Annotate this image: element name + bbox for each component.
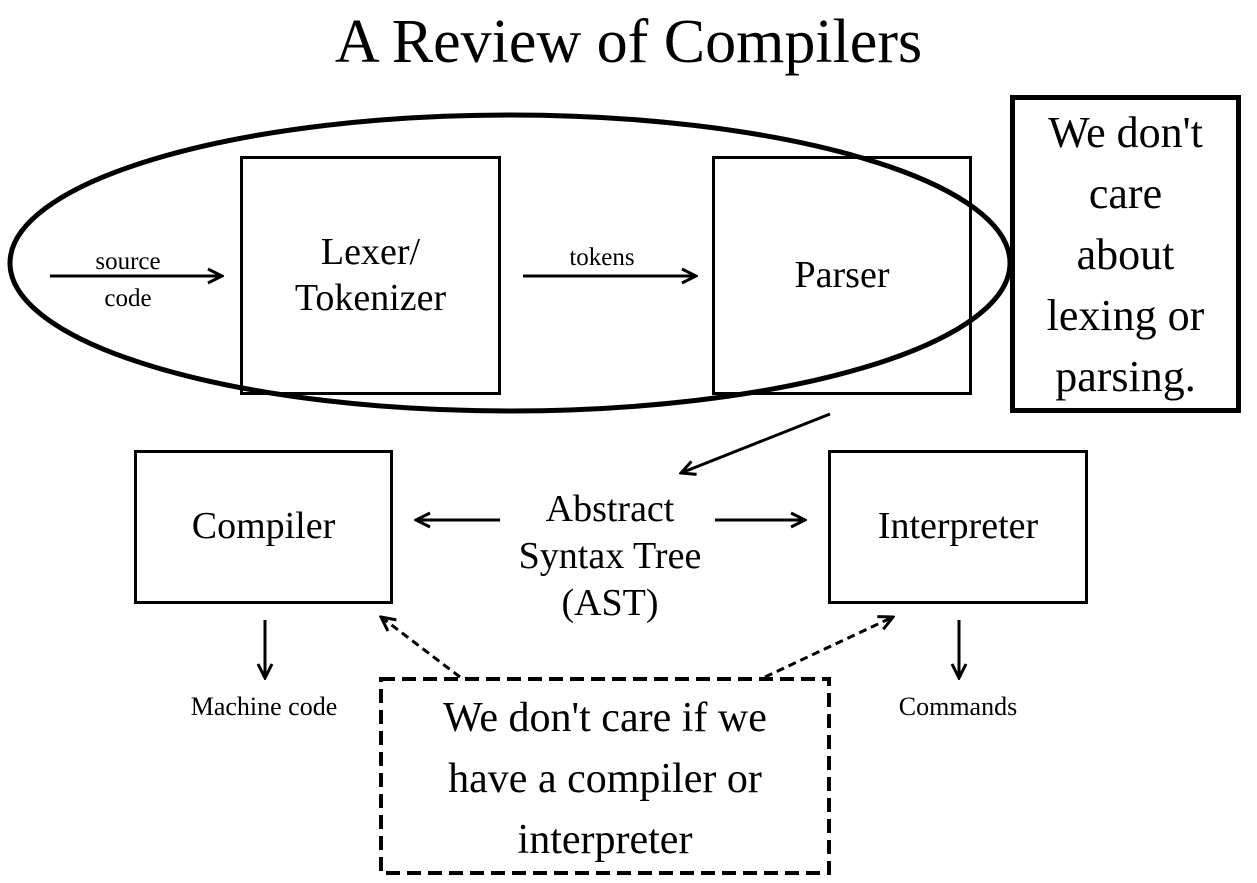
machine-code-label: Machine code bbox=[190, 692, 338, 721]
parser-box: Parser bbox=[712, 156, 972, 395]
lexer-label: Lexer/ Tokenizer bbox=[294, 230, 447, 319]
interpreter-box: Interpreter bbox=[828, 450, 1088, 604]
source-code-label: source code bbox=[95, 248, 161, 312]
lexer-box: Lexer/ Tokenizer bbox=[240, 156, 501, 395]
tokens-label: tokens bbox=[569, 244, 635, 271]
note-to-interpreter-dashed-arrow bbox=[764, 617, 893, 679]
compiler-box: Compiler bbox=[134, 450, 393, 604]
commands-label: Commands bbox=[898, 692, 1018, 721]
lexing-parsing-note-text: We don't care about lexing or parsing. bbox=[1046, 107, 1205, 401]
compiler-interpreter-note-border bbox=[379, 677, 831, 875]
lexing-parsing-note: We don't care about lexing or parsing. bbox=[1010, 95, 1241, 413]
interpreter-label: Interpreter bbox=[877, 505, 1039, 548]
parser-to-ast-arrow bbox=[681, 412, 831, 473]
note-to-compiler-dashed-arrow bbox=[381, 617, 461, 679]
ast-label: Abstract Syntax Tree (AST) bbox=[518, 488, 702, 624]
compiler-interpreter-note-text: We don't care if we have a compiler or i… bbox=[443, 695, 767, 863]
page-title: A Review of Compilers bbox=[334, 8, 923, 76]
parser-label: Parser bbox=[794, 253, 890, 296]
compiler-label: Compiler bbox=[191, 505, 336, 548]
